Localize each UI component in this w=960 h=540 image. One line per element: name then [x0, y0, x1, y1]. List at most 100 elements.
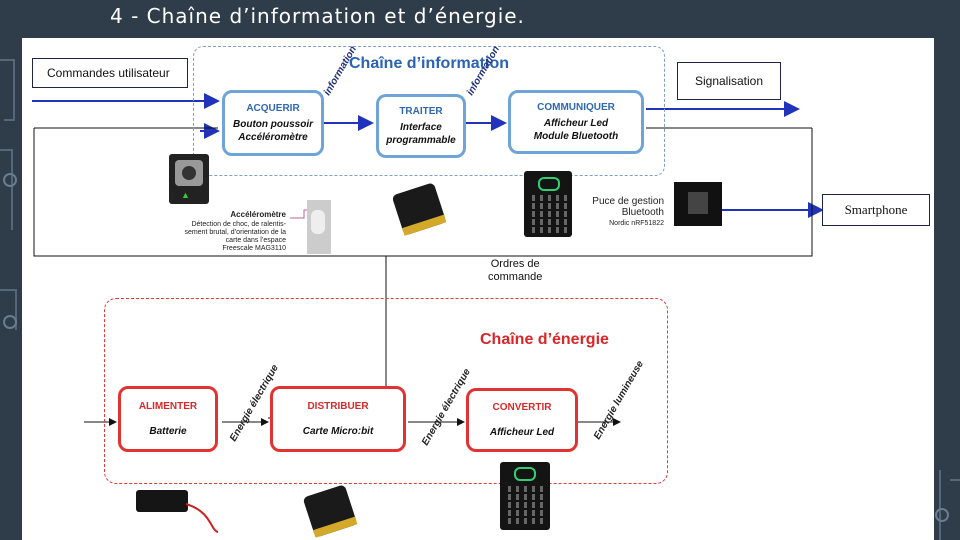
led-dot: [540, 510, 543, 516]
acquerir-title: ACQUERIR: [246, 103, 300, 114]
traiter-block: TRAITER Interface programmable: [376, 94, 466, 158]
accel-desc-2: sement brutal, d’orientation de la: [184, 229, 286, 236]
smartphone-box: Smartphone: [822, 194, 930, 226]
led-dot: [556, 227, 559, 233]
led-dot: [556, 195, 559, 201]
led-dot: [564, 211, 567, 217]
ordres-line-1: Ordres de: [490, 258, 540, 270]
traiter-line-1: Interface: [400, 122, 442, 133]
led-dot: [532, 227, 535, 233]
led-dot: [516, 486, 519, 492]
led-dot: [532, 510, 535, 516]
led-dot: [564, 203, 567, 209]
led-dot: [564, 227, 567, 233]
led-dot: [524, 502, 527, 508]
accel-desc-3: carte dans l’espace: [225, 237, 286, 244]
led-dot: [540, 211, 543, 217]
acquerir-block: ACQUERIR Bouton poussoir Accéléromètre: [222, 90, 324, 156]
commandes-utilisateur-box: Commandes utilisateur: [32, 58, 188, 88]
led-dot: [540, 203, 543, 209]
led-dot: [524, 510, 527, 516]
ordres-line-2: commande: [488, 271, 543, 283]
led-dot: [516, 510, 519, 516]
acquerir-line-1: Bouton poussoir: [233, 119, 313, 130]
led-dot: [532, 494, 535, 500]
led-dot: [508, 486, 511, 492]
led-dot: [532, 486, 535, 492]
led-dot: [508, 518, 511, 524]
energy-chain-title: Chaîne d’énergie: [480, 331, 609, 348]
convertir-line: Afficheur Led: [489, 427, 555, 438]
distribuer-block: DISTRIBUER Carte Micro:bit: [270, 386, 406, 452]
convertir-block: CONVERTIR Afficheur Led: [466, 388, 578, 452]
slide-title: 4 - Chaîne d’information et d’énergie.: [110, 4, 525, 28]
convertir-title: CONVERTIR: [492, 402, 552, 413]
acquerir-line-2: Accéléromètre: [238, 132, 308, 143]
led-dot: [532, 219, 535, 225]
led-dot: [540, 494, 543, 500]
communiquer-line-1: Afficheur Led: [543, 118, 609, 129]
led-dot: [508, 510, 511, 516]
led-dot: [540, 219, 543, 225]
info-chain-frame: [193, 46, 665, 176]
led-dot: [508, 502, 511, 508]
communiquer-line-2: Module Bluetooth: [533, 131, 619, 142]
accelerometre-label: Accéléromètre: [230, 210, 286, 219]
push-button-image: ▲: [169, 154, 209, 204]
connector-arrows: [32, 93, 824, 426]
communiquer-title: COMMUNIQUER: [537, 102, 615, 113]
led-dot: [540, 502, 543, 508]
led-dot: [532, 502, 535, 508]
led-dot: [540, 486, 543, 492]
alimenter-line: Batterie: [149, 426, 187, 437]
led-dot: [508, 494, 511, 500]
ordres-de-commande-label: Ordres de commande: [488, 258, 542, 284]
led-dot: [556, 203, 559, 209]
traiter-line-2: programmable: [386, 135, 456, 146]
led-dot: [524, 518, 527, 524]
led-dot: [532, 211, 535, 217]
bt-label-1: Puce de gestion: [592, 196, 664, 207]
led-dot: [548, 219, 551, 225]
bluetooth-chip-label: Nordic nRF51822: [609, 220, 664, 227]
led-dot: [564, 195, 567, 201]
led-dot: [540, 518, 543, 524]
traiter-title: TRAITER: [399, 106, 443, 117]
led-dot: [540, 227, 543, 233]
led-dot: [516, 494, 519, 500]
led-dot: [564, 219, 567, 225]
signalisation-box: Signalisation: [677, 62, 781, 100]
alimenter-block: ALIMENTER Batterie: [118, 386, 218, 452]
led-dot: [548, 195, 551, 201]
bluetooth-label: Puce de gestion Bluetooth: [582, 196, 664, 218]
led-dot: [548, 227, 551, 233]
info-chain-title: Chaîne d’information: [349, 55, 509, 72]
led-dot: [532, 518, 535, 524]
communiquer-block: COMMUNIQUER Afficheur Led Module Bluetoo…: [508, 90, 644, 154]
battery-wires: [185, 503, 219, 533]
accelerometre-description: Détection de choc, de ralentis- sement b…: [172, 221, 286, 253]
led-dot: [532, 195, 535, 201]
battery-image: [136, 490, 188, 512]
distribuer-line: Carte Micro:bit: [302, 426, 374, 437]
led-dot: [524, 494, 527, 500]
accel-desc-1: Détection de choc, de ralentis-: [191, 221, 286, 228]
led-matrix-image-2: [500, 462, 550, 530]
led-dot: [548, 211, 551, 217]
led-dot: [516, 518, 519, 524]
bluetooth-chip-image: [674, 182, 722, 226]
led-dot: [556, 211, 559, 217]
led-dot: [540, 195, 543, 201]
led-matrix-image: [524, 171, 572, 237]
led-dot: [516, 502, 519, 508]
alimenter-title: ALIMENTER: [138, 401, 198, 412]
led-dot: [556, 219, 559, 225]
energy-chain-frame: [104, 298, 668, 484]
led-dot: [532, 203, 535, 209]
distribuer-title: DISTRIBUER: [307, 401, 369, 412]
accel-desc-4: Freescale MAG3110: [222, 245, 286, 252]
bt-label-2: Bluetooth: [621, 207, 664, 218]
led-dot: [548, 203, 551, 209]
led-dot: [524, 486, 527, 492]
